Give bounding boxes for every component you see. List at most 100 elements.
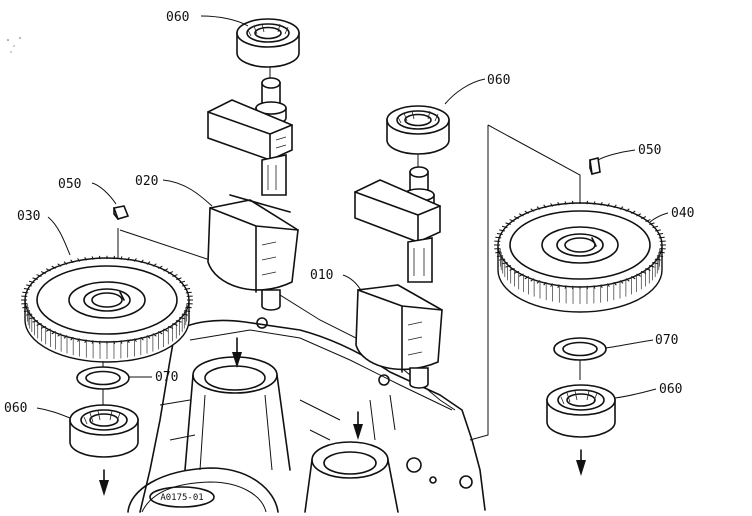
gear-tooth <box>172 274 178 277</box>
gear-tooth <box>45 268 51 272</box>
ball-bearing-bottom-left <box>69 404 139 458</box>
gear-tooth <box>557 201 560 206</box>
gear-tooth <box>530 278 535 282</box>
balancer-shaft-upper <box>207 77 299 311</box>
woodruff-key-left <box>112 205 130 220</box>
gear-tooth <box>113 255 115 260</box>
gear-tooth <box>176 277 182 280</box>
gear-tooth <box>499 229 505 232</box>
gear-tooth <box>586 200 588 205</box>
gear-tooth <box>619 206 624 210</box>
gear-tooth <box>649 222 655 225</box>
gear-tooth <box>543 281 547 286</box>
gear-tooth <box>524 275 529 280</box>
gear-tooth <box>63 335 68 339</box>
gear-tooth <box>133 258 137 262</box>
gear-tooth <box>146 261 151 265</box>
gear-tooth <box>593 201 596 205</box>
gear-tooth <box>184 288 191 290</box>
gear-tooth <box>631 275 636 280</box>
gear-tooth <box>184 310 191 312</box>
gear-tooth <box>636 213 642 217</box>
woodruff-key-right <box>589 157 601 175</box>
callout-washer-left: 070 <box>155 370 178 385</box>
gear-case-housing <box>127 317 486 513</box>
gear-tooth <box>158 330 163 335</box>
gear-tooth <box>40 325 46 329</box>
gear-tooth <box>22 291 29 294</box>
gear-tooth <box>652 261 659 265</box>
gear-tooth <box>600 201 603 206</box>
gear-tooth <box>657 233 664 235</box>
gear-tooth <box>99 255 101 260</box>
gear-tooth <box>505 222 511 225</box>
gear-tooth <box>70 259 74 264</box>
gear-tooth <box>501 225 508 229</box>
gear-tooth <box>606 203 610 207</box>
gear-tooth <box>179 280 186 284</box>
gear-tooth <box>572 200 574 205</box>
gear-tooth <box>655 229 661 232</box>
gear-tooth <box>26 284 32 287</box>
thrust-washer-right <box>553 337 607 361</box>
gear-tooth <box>625 208 630 212</box>
gear-tooth <box>505 265 511 268</box>
gear-tooth <box>70 336 74 341</box>
gear-tooth <box>625 278 630 282</box>
gear-tooth <box>127 256 130 261</box>
gear-tooth <box>45 328 51 332</box>
gear-tooth <box>140 336 144 341</box>
gear-tooth <box>649 265 655 268</box>
gear-tooth <box>120 256 123 260</box>
thrust-washer-left <box>76 366 130 390</box>
gear-tooth <box>613 281 617 286</box>
gear-tooth <box>636 273 642 277</box>
gear-tooth <box>63 261 68 265</box>
gear-tooth <box>513 270 519 274</box>
gear-tooth <box>495 236 502 239</box>
gear-tooth <box>641 270 647 274</box>
arrow-down-bottom-right <box>576 449 586 476</box>
gear-tooth <box>619 280 624 284</box>
gear-tooth <box>658 236 665 239</box>
arrow-down-bottom-left <box>99 469 109 496</box>
callout-bearing-bottom-right: 060 <box>659 382 682 397</box>
assembly-arrows <box>99 337 586 496</box>
gear-tooth <box>57 263 62 267</box>
gear-tooth <box>163 268 169 272</box>
ball-bearing-bottom-right <box>546 384 616 438</box>
gear-tooth <box>657 255 664 257</box>
gear-tooth <box>513 216 519 220</box>
gear-tooth <box>51 265 56 270</box>
gear-tooth <box>652 225 659 229</box>
gear-tooth <box>23 288 30 290</box>
gear-tooth <box>655 258 661 261</box>
gear-tooth <box>524 210 529 215</box>
gear-tooth <box>182 313 188 316</box>
gear-tooth <box>496 233 503 235</box>
drawing-code-text: A0175-01 <box>160 493 203 503</box>
gear-tooth <box>641 216 647 220</box>
balancer-shaft-lower <box>354 166 443 389</box>
gear-tooth <box>645 268 651 271</box>
callout-bearing-bottom-left: 060 <box>4 401 27 416</box>
callout-bearing-top: 060 <box>166 10 189 25</box>
gear-tooth <box>182 284 188 287</box>
callout-labels: 060 060 050 050 020 010 030 040 070 070 … <box>4 10 694 416</box>
gear-tooth <box>84 256 87 261</box>
gear-tooth <box>536 206 541 210</box>
ball-bearing-top <box>236 18 300 68</box>
gear-tooth <box>32 277 38 280</box>
arrow-down-center-boss <box>353 411 363 440</box>
gear-tooth <box>158 265 163 270</box>
gear-tooth <box>36 274 42 277</box>
gear-tooth <box>32 320 38 323</box>
gear-tooth <box>168 325 174 329</box>
drawing-code-stamp: A0175-01 <box>149 486 215 508</box>
gear-tooth <box>564 201 567 205</box>
arrow-down-left-boss <box>232 337 242 368</box>
gear-tooth <box>77 258 81 262</box>
gear-tooth <box>518 273 524 277</box>
callout-shaft-upper: 020 <box>135 174 158 189</box>
gear-tooth <box>509 219 515 222</box>
